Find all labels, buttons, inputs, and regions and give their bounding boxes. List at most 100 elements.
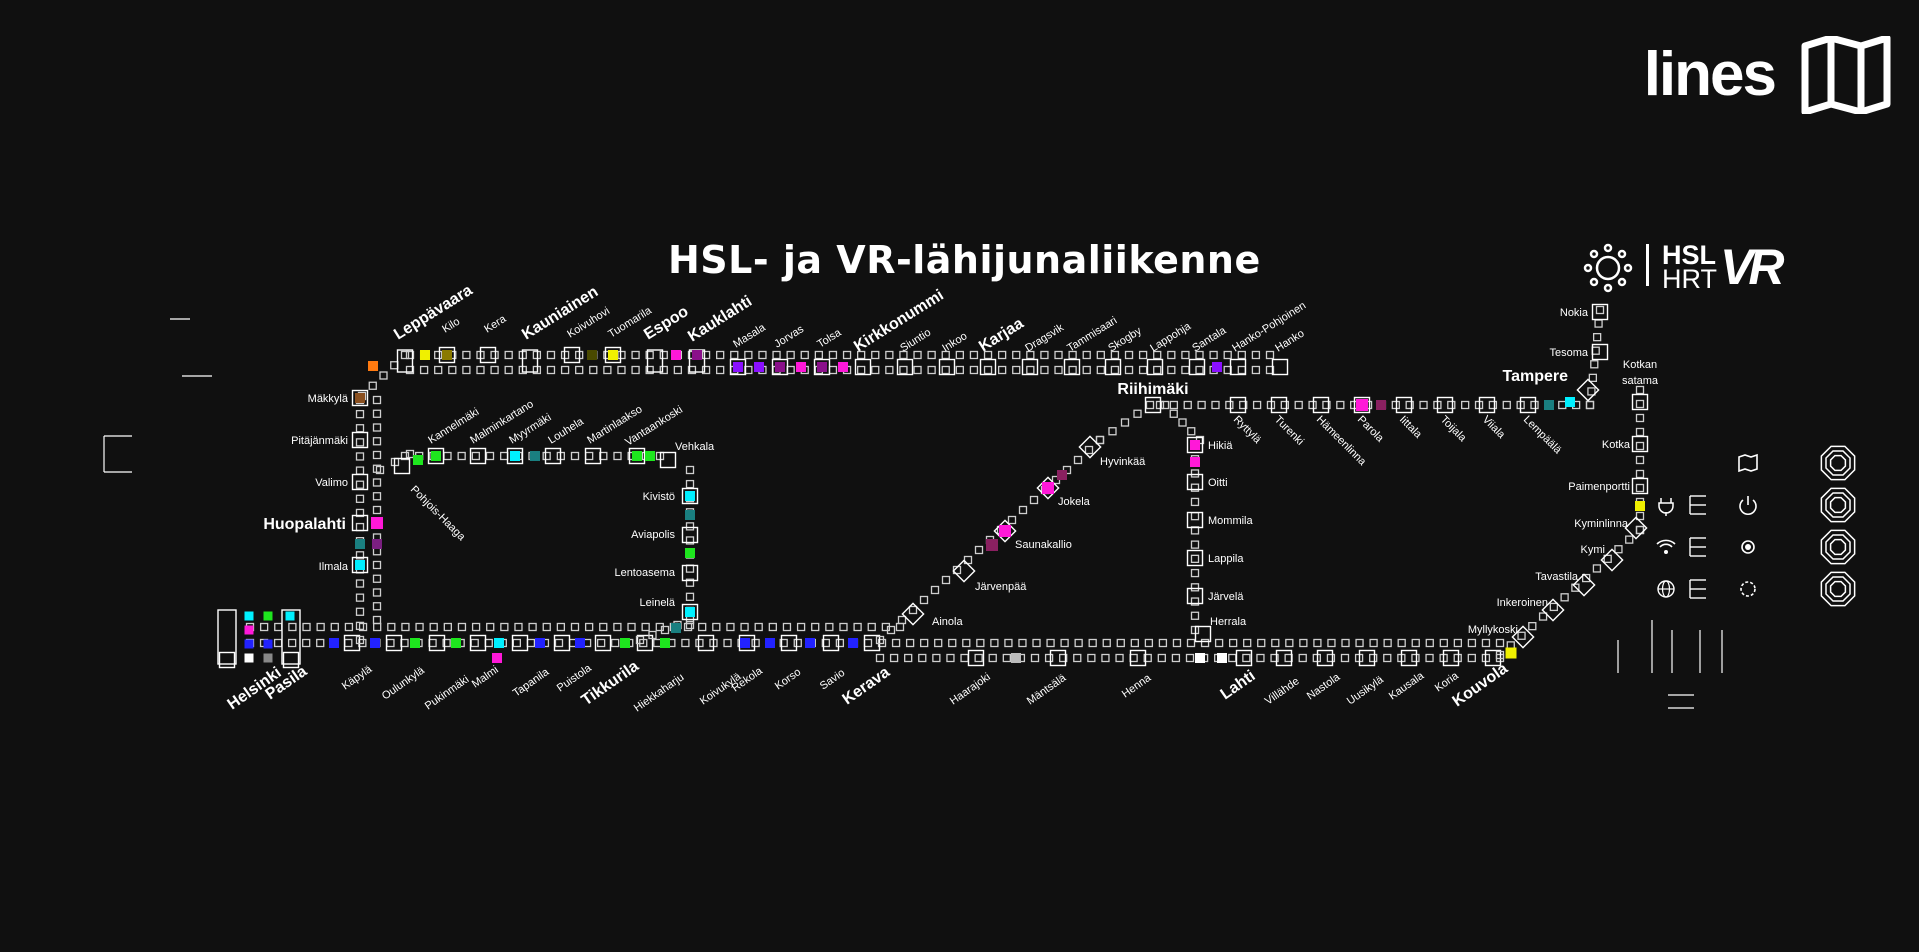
station-label: Pitäjänmäki (291, 435, 348, 447)
track-segment (1030, 653, 1040, 663)
station-label: Inkoo (940, 330, 969, 354)
station-marker (780, 634, 798, 652)
station-label: Kivistö (643, 491, 675, 503)
station-marker (1316, 649, 1334, 667)
power-button[interactable] (1820, 487, 1856, 523)
track-segment (1096, 350, 1105, 360)
track-segment (1195, 350, 1204, 360)
track-segment (526, 638, 536, 648)
track-segment (462, 350, 471, 360)
track-segment (372, 423, 382, 432)
brightness-button[interactable] (1820, 529, 1856, 565)
track-segment (1341, 638, 1350, 648)
train-indicator (765, 638, 775, 648)
station-label: Käpylä (340, 663, 375, 693)
train-indicator (685, 510, 695, 520)
track-segment (631, 365, 640, 375)
track-segment (800, 350, 809, 360)
track-segment (1467, 653, 1476, 663)
track-segment (1411, 653, 1420, 663)
track-segment (1447, 400, 1456, 410)
track-segment (839, 622, 848, 632)
track-segment (372, 395, 382, 405)
track-segment (856, 365, 866, 375)
station-marker (217, 609, 237, 665)
track-segment (1169, 400, 1179, 410)
track-segment (941, 350, 950, 360)
station-marker (282, 651, 300, 669)
track-segment (316, 638, 325, 648)
track-segment (1004, 638, 1013, 648)
track-segment (1383, 638, 1392, 648)
track-segment (1181, 350, 1190, 360)
track-segment (355, 607, 365, 616)
track-segment (1558, 400, 1567, 410)
track-segment (372, 505, 382, 515)
track-segment (273, 638, 283, 648)
track-segment (400, 451, 410, 461)
track-segment (1502, 400, 1511, 410)
station-label: Iittala (1397, 414, 1425, 442)
track-segment (355, 508, 365, 518)
track-segment (355, 593, 365, 602)
track-segment (484, 638, 493, 648)
track-segment (685, 465, 695, 475)
track-segment (1190, 512, 1200, 521)
track-segment (1560, 593, 1569, 602)
train-indicator (372, 539, 382, 549)
station-label: Nastola (1305, 671, 1343, 703)
track-segment (875, 635, 885, 645)
train-indicator (805, 638, 815, 648)
track-segment (1591, 346, 1600, 355)
station-label: Mommila (1208, 515, 1253, 527)
track-segment (443, 451, 452, 461)
track-segment (1012, 350, 1021, 360)
settings-button[interactable] (1820, 571, 1856, 607)
train-indicator (838, 362, 848, 372)
station-label: Parola (1355, 414, 1387, 446)
track-segment (372, 588, 382, 597)
station-marker (428, 634, 446, 652)
track-segment (1032, 638, 1041, 648)
track-segment (287, 638, 297, 648)
track-segment (730, 350, 739, 360)
track-segment (401, 622, 410, 632)
track-segment (386, 638, 395, 648)
train-indicator (645, 451, 655, 461)
station-marker (659, 451, 677, 469)
track-segment (946, 653, 955, 663)
track-segment (811, 622, 820, 632)
station-marker (469, 634, 487, 652)
station-marker (396, 349, 414, 373)
track-segment (786, 365, 795, 375)
track-segment (1183, 400, 1192, 410)
track-segment (886, 625, 896, 635)
track-segment (908, 605, 918, 615)
track-segment (368, 381, 377, 390)
station-label: Masala (731, 321, 768, 350)
station-label: Inkeroinen (1497, 597, 1548, 609)
station-marker (1395, 396, 1413, 414)
track-segment (1242, 653, 1251, 663)
station-label: Kotka (1602, 439, 1631, 451)
station-label: Myllykoski (1468, 624, 1518, 636)
train-indicator (494, 638, 504, 648)
track-segment (355, 424, 365, 433)
track-segment (1002, 653, 1011, 663)
track-segment (1130, 638, 1139, 648)
map-button[interactable] (1820, 445, 1856, 481)
track-segment (372, 437, 382, 446)
track-segment (344, 622, 354, 632)
track-segment (355, 494, 365, 503)
track-segment (1419, 400, 1428, 410)
station-marker (351, 473, 369, 491)
track-segment (1625, 535, 1634, 544)
station-marker (1478, 396, 1496, 414)
map-icon[interactable] (1801, 36, 1891, 114)
track-segment (1095, 435, 1105, 445)
station-marker (854, 358, 872, 376)
track-segment (1530, 400, 1539, 410)
station-label: Mäkkylä (308, 393, 349, 405)
station-marker (1235, 649, 1253, 667)
train-indicator (685, 491, 695, 501)
